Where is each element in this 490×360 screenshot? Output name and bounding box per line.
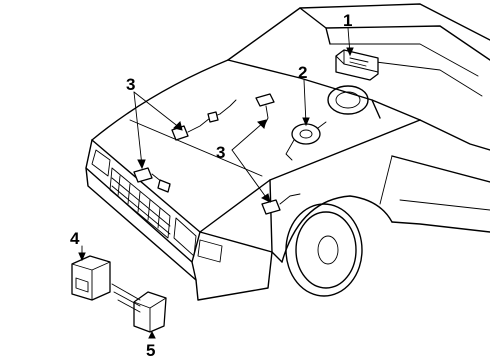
airbag-module xyxy=(335,49,379,81)
impact-sensor-upper-left xyxy=(171,99,237,141)
diagnostic-module xyxy=(71,255,111,301)
leader-lines xyxy=(78,27,354,339)
arming-sensor xyxy=(111,283,167,333)
callout-2: 2 xyxy=(298,63,307,82)
clock-spring-coil xyxy=(285,121,327,161)
callout-5: 5 xyxy=(146,341,155,360)
callout-3-left: 3 xyxy=(126,75,135,94)
steering-wheel xyxy=(327,85,369,115)
impact-sensor-right-fender xyxy=(261,193,301,215)
callout-3-right: 3 xyxy=(216,143,225,162)
callout-1: 1 xyxy=(343,11,352,30)
impact-sensor-front xyxy=(133,167,171,193)
impact-sensor-upper-right xyxy=(255,93,275,127)
car-body-outline xyxy=(85,3,490,301)
callout-4: 4 xyxy=(70,229,80,248)
